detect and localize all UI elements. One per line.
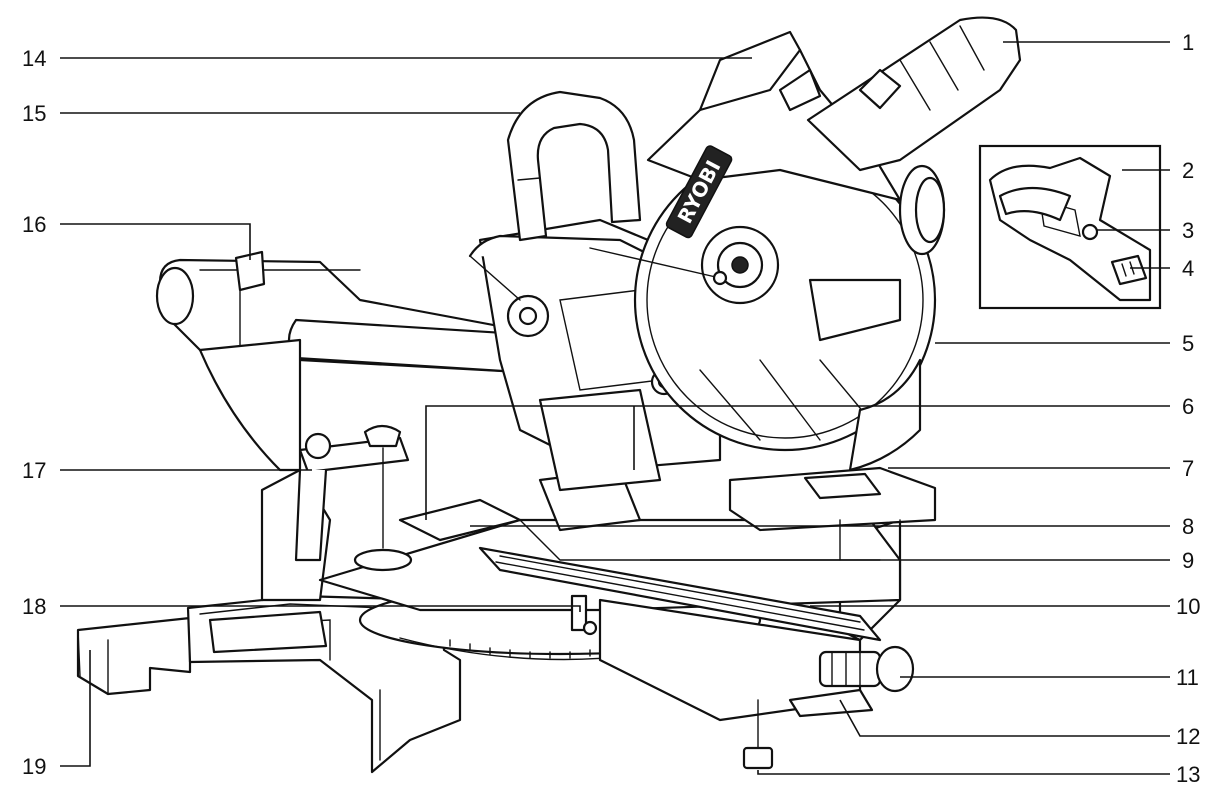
callout-15: 15 <box>22 101 46 126</box>
callout-10: 10 <box>1176 594 1200 619</box>
callout-2: 2 <box>1182 158 1194 183</box>
callout-4: 4 <box>1182 256 1194 281</box>
leader-lines <box>60 41 1170 775</box>
miter-saw-illustration: RYOBI <box>76 16 1022 774</box>
callout-13: 13 <box>1176 762 1200 787</box>
callout-12: 12 <box>1176 724 1200 749</box>
callout-5: 5 <box>1182 331 1194 356</box>
callout-11: 11 <box>1176 665 1199 690</box>
callout-8: 8 <box>1182 514 1194 539</box>
callout-7: 7 <box>1182 456 1194 481</box>
callout-17: 17 <box>22 458 46 483</box>
callout-19: 19 <box>22 754 46 779</box>
callout-9: 9 <box>1182 548 1194 573</box>
callout-14: 14 <box>22 46 46 71</box>
callout-1: 1 <box>1182 30 1194 55</box>
callout-6: 6 <box>1182 394 1194 419</box>
callout-labels: 1 2 3 4 5 6 7 8 9 10 11 12 13 14 15 16 1… <box>22 30 1200 787</box>
callout-3: 3 <box>1182 218 1194 243</box>
inset-detail <box>978 144 1162 310</box>
callout-16: 16 <box>22 212 46 237</box>
callout-18: 18 <box>22 594 46 619</box>
